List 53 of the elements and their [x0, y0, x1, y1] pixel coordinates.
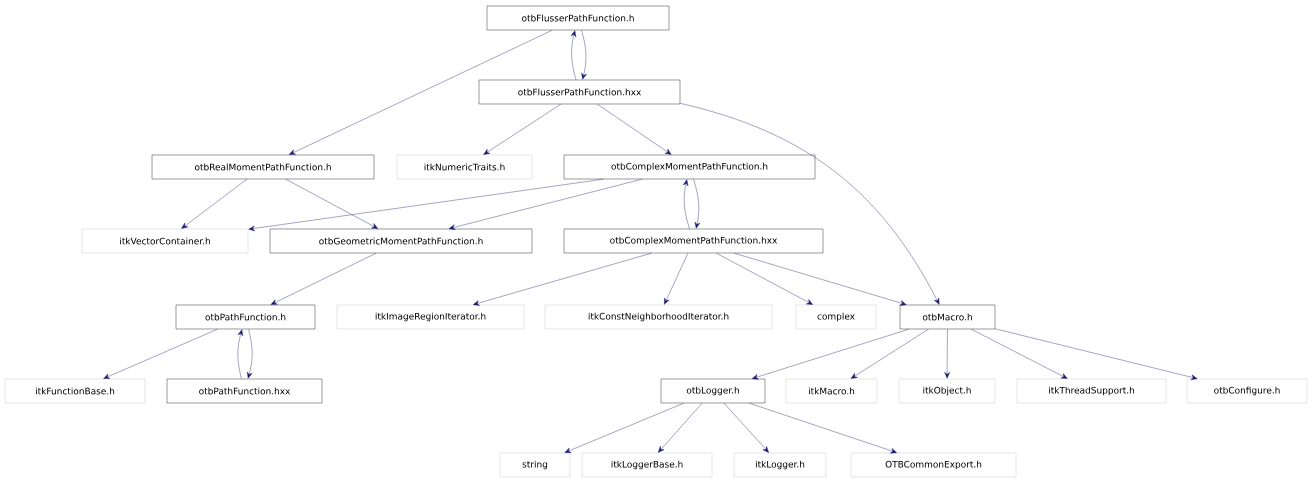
arrow [716, 253, 813, 305]
file-box: itkThreadSupport.h [1016, 378, 1167, 404]
arrow [270, 253, 377, 305]
arrow [448, 179, 643, 230]
file-box: itkConstNeighborhoodIterator.h [544, 304, 773, 330]
file-box: otbRealMomentPathFunction.h [151, 154, 375, 180]
arrow [285, 179, 379, 229]
file-box: complex [795, 304, 877, 330]
arrow [693, 179, 701, 229]
arrow [181, 179, 248, 229]
arrow [680, 103, 940, 305]
file-box: itkMacro.h [785, 378, 878, 404]
arrow [289, 30, 553, 155]
file-box: otbPathFunction.h [175, 304, 316, 330]
arrow [944, 329, 950, 379]
file-box: itkLoggerBase.h [581, 452, 713, 478]
file-box: itkObject.h [898, 378, 996, 404]
arrow [682, 179, 690, 229]
file-box: itkImageRegionIterator.h [336, 304, 525, 330]
arrow [473, 253, 652, 306]
arrow [734, 253, 907, 306]
arrow [850, 329, 929, 379]
file-box: itkLogger.h [733, 452, 827, 478]
arrow [247, 329, 253, 379]
file-box: otbLogger.h [660, 378, 766, 404]
arrow [995, 328, 1198, 380]
file-box: itkNumericTraits.h [396, 154, 533, 180]
arrow [237, 329, 243, 379]
arrow [749, 403, 897, 454]
file-box: itkVectorContainer.h [81, 228, 249, 254]
file-box: otbFlusserPathFunction.hxx [478, 79, 681, 105]
file-box: otbComplexMomentPathFunction.h [563, 154, 816, 180]
arrow [597, 104, 672, 155]
arrow [103, 329, 218, 379]
file-box: otbConfigure.h [1186, 378, 1308, 404]
arrow [751, 329, 910, 380]
file-box: otbPathFunction.hxx [166, 378, 323, 404]
file-box: itkFunctionBase.h [4, 378, 146, 404]
file-box: otbComplexMomentPathFunction.hxx [563, 228, 824, 254]
arrow [971, 329, 1068, 379]
arrow [581, 30, 587, 80]
arrow [483, 104, 562, 155]
arrow [664, 253, 689, 305]
arrow [248, 179, 604, 232]
file-box: OTBCommonExport.h [850, 452, 1017, 478]
file-box: otbGeometricMomentPathFunction.h [269, 228, 533, 254]
file-box: otbMacro.h [899, 304, 996, 330]
arrow [570, 30, 577, 80]
arrow [658, 403, 703, 453]
arrow [723, 403, 769, 453]
file-box: otbFlusserPathFunction.h [486, 5, 670, 31]
file-box: string [499, 452, 571, 478]
arrow [564, 403, 684, 453]
